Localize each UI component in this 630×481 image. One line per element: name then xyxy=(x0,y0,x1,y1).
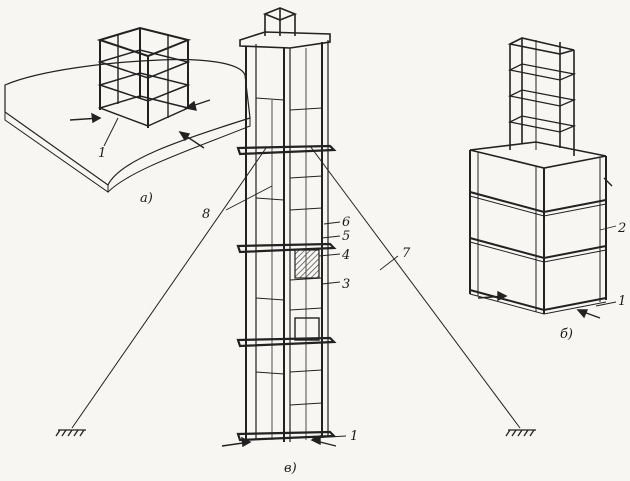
caption-b: б) xyxy=(560,327,573,342)
panel-b: 2 1 б) xyxy=(469,37,626,342)
callout-3: 3 xyxy=(342,277,350,292)
panel-a-arrows xyxy=(69,99,211,149)
panel-a: 1 а) xyxy=(4,26,251,206)
callout-2: 2 xyxy=(617,221,626,236)
panel-v: 8 6 5 4 3 7 1 в) xyxy=(55,7,536,476)
ground-anchors xyxy=(55,429,536,437)
caption-a: а) xyxy=(140,191,153,206)
panel-b-rebar-cage xyxy=(507,37,577,156)
callout-1-a: 1 xyxy=(98,146,106,161)
panel-v-clamps xyxy=(236,144,337,442)
panel-v-column xyxy=(245,40,329,442)
callout-7: 7 xyxy=(402,246,411,261)
callout-1-b: 1 xyxy=(618,294,626,309)
callout-1-v: 1 xyxy=(350,429,358,444)
panel-b-box xyxy=(469,141,607,315)
callout-4: 4 xyxy=(341,248,350,263)
guy-wires xyxy=(71,145,521,429)
inspection-window-hatched xyxy=(294,249,320,279)
inspection-window xyxy=(294,317,320,341)
panel-a-rebar-cage xyxy=(96,26,192,128)
callout-5: 5 xyxy=(342,229,350,244)
panel-a-slab xyxy=(4,58,251,186)
caption-v: в) xyxy=(284,461,297,476)
callout-8: 8 xyxy=(202,207,210,222)
callout-6: 6 xyxy=(342,215,350,230)
